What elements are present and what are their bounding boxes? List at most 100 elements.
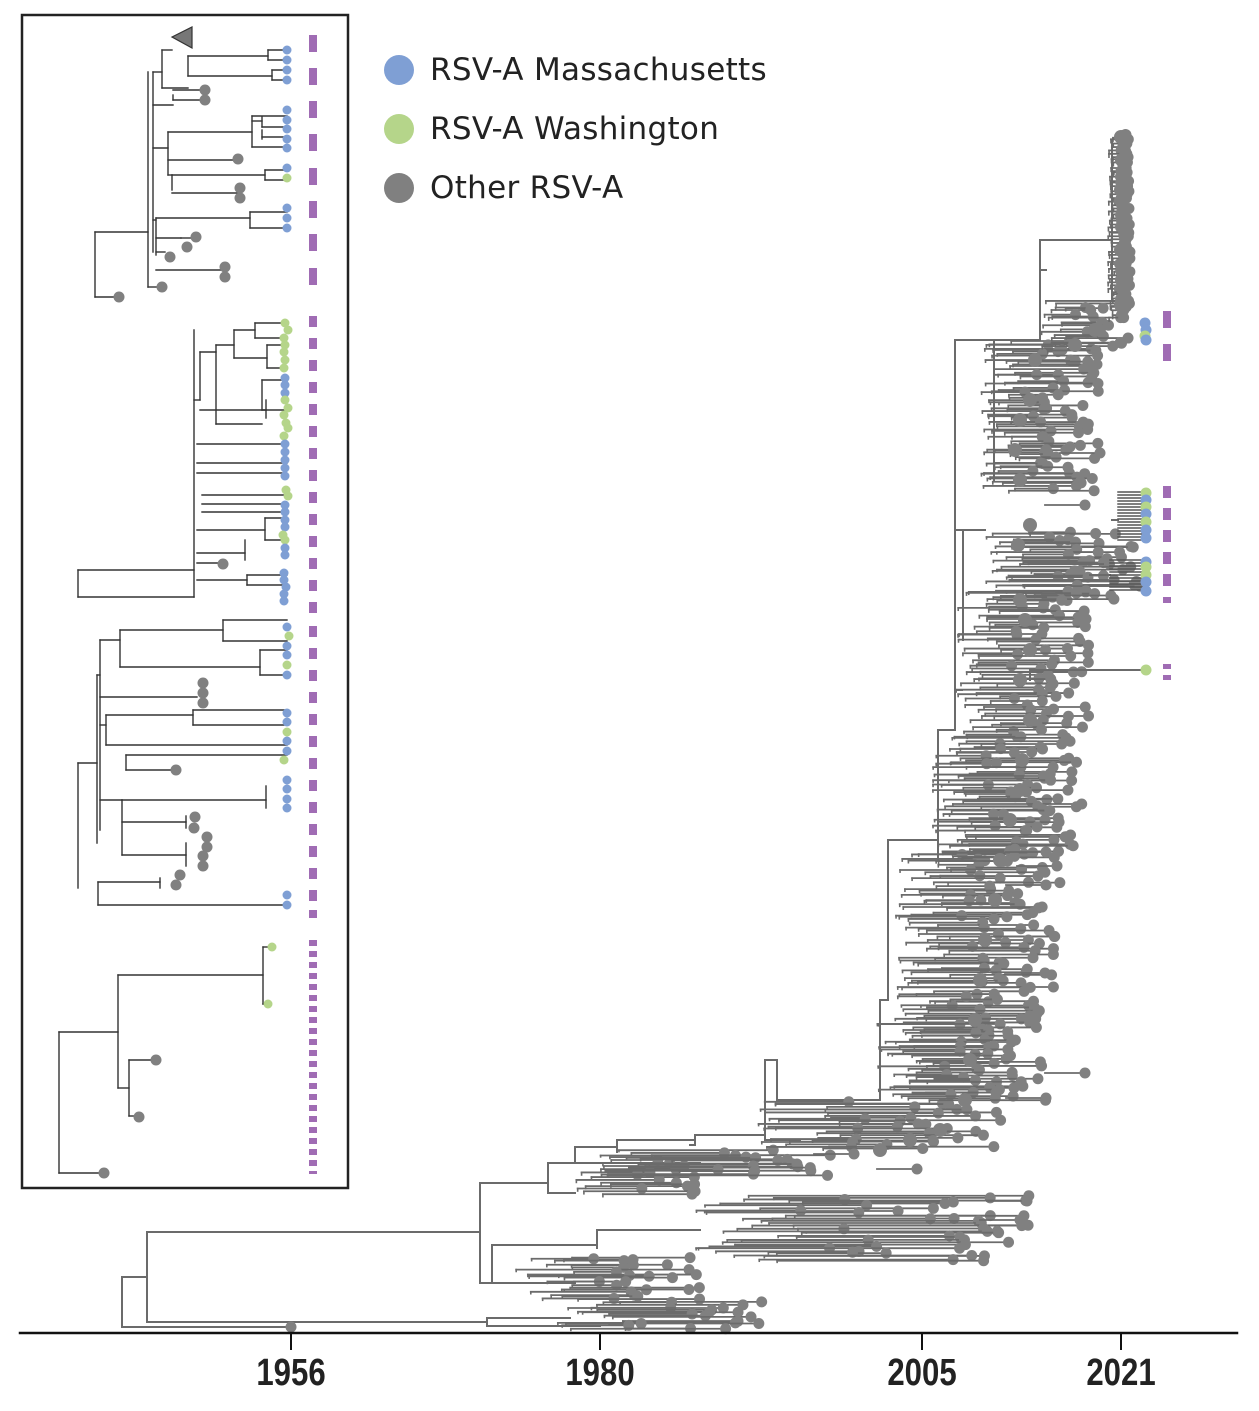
tip-dot	[1072, 427, 1084, 439]
inset-tip-dot	[280, 395, 290, 405]
tip-dot	[1054, 535, 1066, 547]
inset-tip-dot	[282, 45, 292, 55]
tip-dot	[753, 1317, 765, 1329]
inset-tip-dot	[174, 869, 186, 881]
tip-dot	[1070, 480, 1082, 492]
tip-dot	[1062, 784, 1074, 796]
tip-dot	[1048, 834, 1060, 846]
tip-dot	[1058, 754, 1070, 766]
inset-tip-dot	[279, 431, 289, 441]
inset-tip-dot	[279, 596, 289, 606]
inset-tip-dot	[282, 794, 292, 804]
tip-dot	[1052, 793, 1064, 805]
tip-dot	[917, 1142, 929, 1154]
tip-dot	[871, 1240, 883, 1252]
tip-dot	[1003, 1236, 1015, 1248]
inset-highlight-bar	[309, 201, 317, 218]
tip-dot	[1092, 377, 1104, 389]
tip-dot	[943, 1098, 955, 1110]
tip-dot	[1077, 399, 1089, 411]
tip-dot	[1052, 346, 1064, 358]
tip-dot	[1076, 666, 1088, 678]
inset-tip-dot	[164, 251, 176, 263]
inset-highlight-bar	[309, 1116, 317, 1122]
tree-clade	[599, 1144, 836, 1181]
inset-tip-dot	[282, 622, 292, 632]
inset-highlight-bar	[309, 360, 317, 371]
tip-cluster-dot	[1018, 613, 1032, 627]
tip-dot	[694, 1293, 706, 1305]
highlight-tip-dot	[1140, 576, 1152, 588]
highlight-tip-dot	[1140, 561, 1152, 573]
tip-dot	[1115, 551, 1127, 563]
tip-dot	[636, 1182, 648, 1194]
x-axis	[18, 1331, 1239, 1350]
inset-tip-dot	[280, 388, 290, 398]
tip-dot	[1097, 302, 1109, 314]
tip-dot	[1064, 735, 1076, 747]
inset-highlight-bar	[309, 910, 317, 918]
tip-dot	[912, 1118, 924, 1130]
highlight-bar	[1163, 552, 1171, 564]
inset-tip-dot	[282, 134, 292, 144]
inset-tip-dot	[280, 515, 290, 525]
inset-tip-dot	[280, 543, 290, 553]
washington-dot-icon	[384, 113, 414, 144]
highlight-bar	[1163, 486, 1171, 498]
tip-dot	[1014, 1214, 1026, 1226]
tip-dot	[1107, 340, 1119, 352]
inset-tip-dot	[280, 500, 290, 510]
inset-tip-dot	[282, 65, 292, 75]
inset-tip-dot	[113, 291, 125, 303]
inset-highlight-bar	[309, 1006, 317, 1012]
tip-dot	[1079, 621, 1091, 633]
tip-cluster-dot	[1023, 518, 1037, 532]
tip-dot	[1078, 363, 1090, 375]
tip-dot	[943, 1230, 955, 1242]
inset-highlight-bar	[309, 890, 317, 901]
tip-dot	[1026, 746, 1038, 758]
tip-dot	[627, 1259, 639, 1271]
inset-highlight-bar	[309, 404, 317, 415]
tip-dot	[966, 1250, 978, 1262]
tip-dot	[690, 1269, 702, 1281]
tip-dot	[1040, 1092, 1052, 1104]
inset-highlight-bar	[309, 68, 317, 85]
legend-item-massachusetts: RSV-A Massachusetts	[384, 40, 767, 99]
tree-clade	[955, 586, 1095, 736]
legend-item-other: Other RSV-A	[384, 158, 767, 217]
tip-dot	[1108, 593, 1120, 605]
inset-tip-dot	[282, 670, 292, 680]
tip-dot	[1090, 528, 1102, 540]
legend-label: RSV-A Washington	[430, 110, 720, 147]
tip-dot	[1028, 919, 1040, 931]
inset-highlight-bar	[309, 316, 317, 327]
tree-clade	[515, 1252, 706, 1305]
highlight-bar	[1163, 675, 1171, 680]
tip-cluster-dot	[1013, 473, 1027, 487]
inset-tip-dot	[279, 589, 289, 599]
tip-dot	[717, 1302, 729, 1314]
inset-tip-dot	[280, 463, 290, 473]
tip-dot	[1060, 444, 1072, 456]
inset-tip-dot	[217, 558, 229, 570]
tip-dot	[977, 1129, 989, 1141]
tip-dot	[620, 1276, 632, 1288]
tip-dot	[1047, 483, 1059, 495]
tip-dot	[1061, 717, 1073, 729]
tip-cluster-dot	[1008, 443, 1022, 457]
tip-dot	[1000, 1053, 1012, 1065]
tip-dot	[1011, 629, 1023, 641]
tip-dot	[1045, 774, 1057, 786]
tip-dot	[1051, 860, 1063, 872]
inset-border	[20, 13, 350, 1190]
tip-dot	[1021, 825, 1033, 837]
inset-tip-dot	[199, 84, 211, 96]
highlight-tip-dot	[1140, 532, 1152, 544]
tip-dot	[1050, 451, 1062, 463]
inset-tip-dot	[279, 363, 289, 373]
inset-tip-dot	[199, 94, 211, 106]
tip-dot	[712, 1164, 724, 1176]
tree-clade	[556, 1296, 768, 1335]
tip-dot	[1054, 877, 1066, 889]
